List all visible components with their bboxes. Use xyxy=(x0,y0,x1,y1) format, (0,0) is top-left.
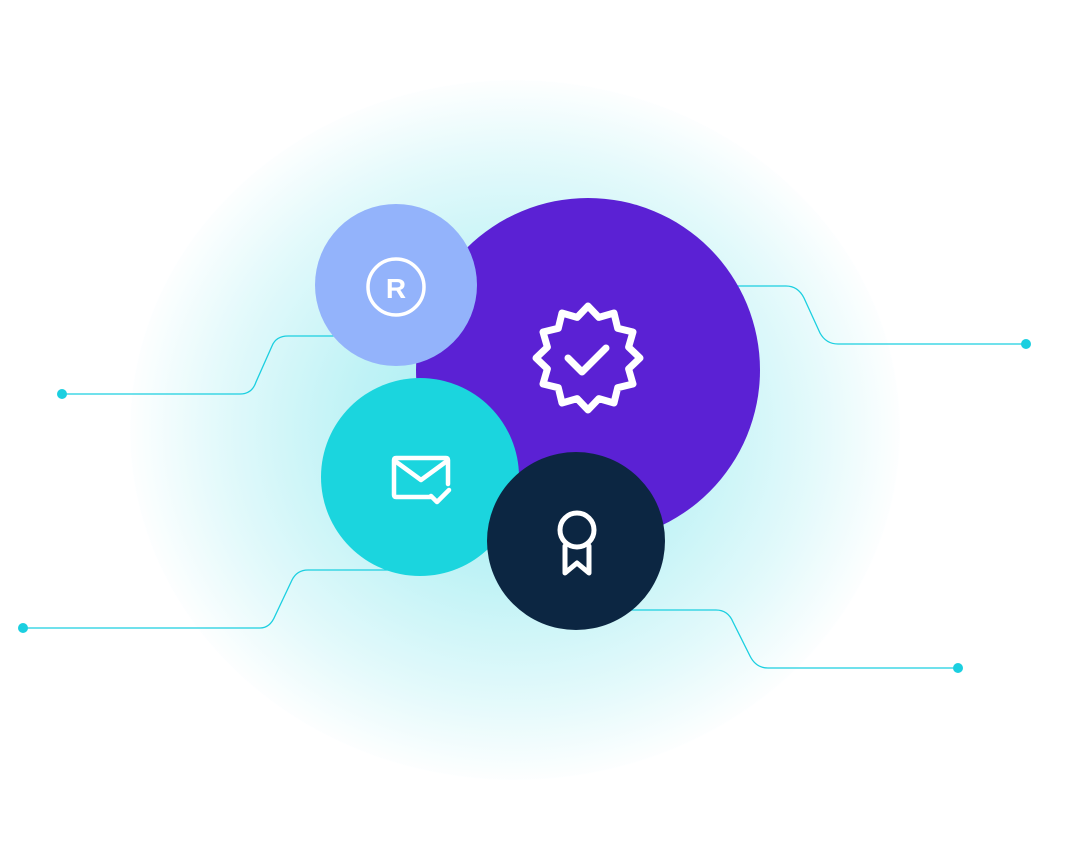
connector-dot-right-top xyxy=(1021,339,1031,349)
connector-line-right-bottom xyxy=(610,609,958,669)
connector-line-left-bottom xyxy=(23,569,400,629)
email-verified-icon xyxy=(391,455,452,505)
registered-trademark-icon: R xyxy=(366,257,426,317)
connector-dot-left-bottom xyxy=(18,623,28,633)
trademark-letter: R xyxy=(386,273,406,304)
award-circle xyxy=(487,452,665,630)
connector-line-left-top xyxy=(62,335,340,395)
trademark-circle xyxy=(315,204,477,366)
connector-dot-right-bottom xyxy=(953,663,963,673)
verified-badge-icon xyxy=(532,302,644,414)
connector-dot-left-top xyxy=(57,389,67,399)
award-ribbon-icon xyxy=(557,510,597,576)
connector-line-right-top xyxy=(735,285,1026,345)
